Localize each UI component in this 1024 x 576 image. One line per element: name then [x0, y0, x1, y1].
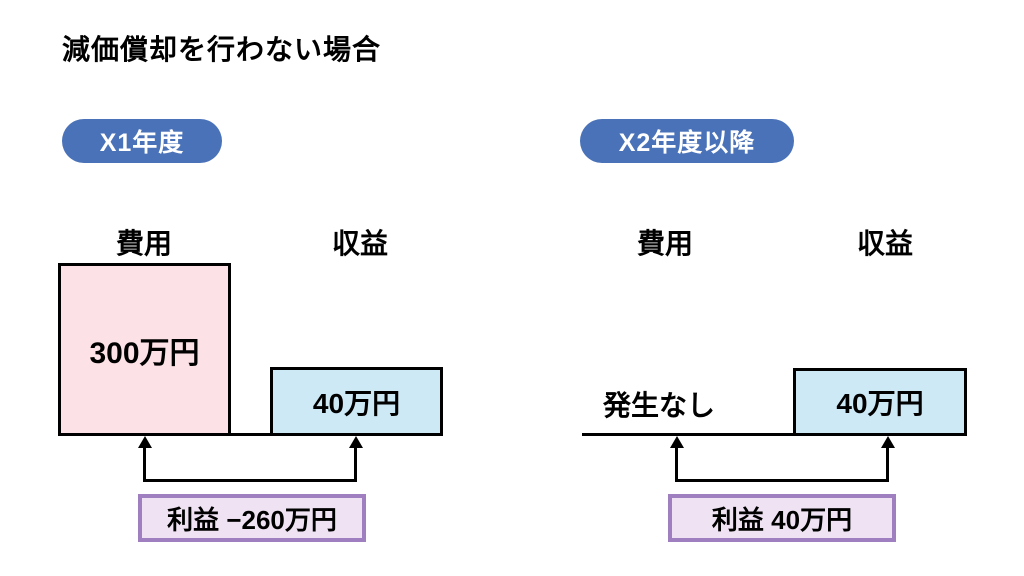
profit-label-left: 利益 −260万円 [167, 504, 337, 535]
up-arrow-icon [349, 436, 363, 448]
expense-note-right: 発生なし [602, 390, 715, 421]
page-title: 減価償却を行わない場合 [62, 34, 382, 65]
year-badge-x2: X2年度以降 [580, 119, 794, 163]
revenue-value-right: 40万円 [836, 388, 924, 419]
expense-label-right: 費用 [636, 228, 693, 259]
revenue-box-right: 40万円 [793, 368, 967, 436]
up-arrow-icon [138, 436, 152, 448]
profit-box-right: 利益 40万円 [668, 494, 896, 542]
up-arrow-icon [670, 436, 684, 448]
profit-label-right: 利益 40万円 [711, 504, 853, 535]
year-badge-x1: X1年度 [62, 119, 222, 163]
baseline-right [582, 433, 967, 436]
profit-box-left: 利益 −260万円 [138, 494, 366, 542]
revenue-box-left: 40万円 [270, 367, 443, 436]
expense-label-left: 費用 [115, 228, 172, 259]
revenue-label-left: 収益 [331, 228, 388, 259]
revenue-value-left: 40万円 [312, 387, 401, 419]
baseline-left [58, 433, 443, 436]
expense-box-left: 300万円 [58, 263, 231, 436]
expense-value-left: 300万円 [89, 336, 200, 370]
revenue-label-right: 収益 [856, 228, 913, 259]
bracket-left [143, 441, 357, 482]
bracket-right [675, 441, 889, 482]
up-arrow-icon [881, 436, 895, 448]
